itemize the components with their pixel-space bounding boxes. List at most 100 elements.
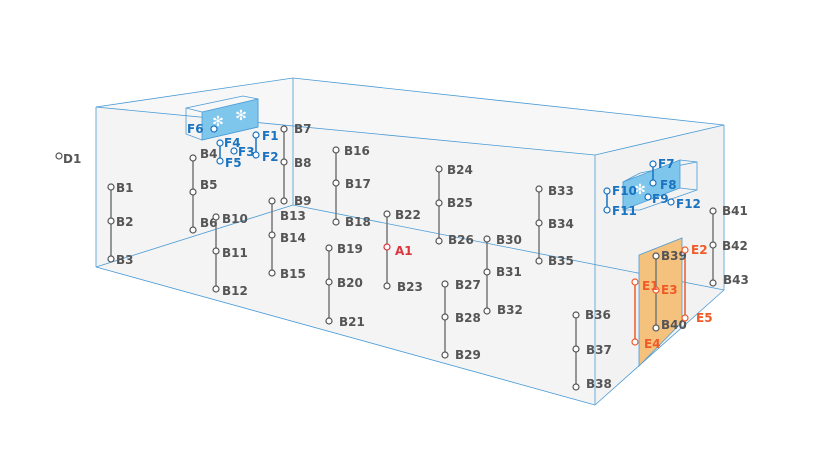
sensor-label: B20: [337, 276, 363, 290]
sensor-label: F11: [612, 204, 637, 218]
sensor-point-f5[interactable]: F5: [216, 156, 242, 170]
sensor-label: B40: [661, 318, 687, 332]
sensor-point-f1[interactable]: F1: [252, 129, 279, 143]
sensor-point-b19[interactable]: B19: [325, 242, 363, 256]
sensor-point-f11[interactable]: F11: [603, 204, 637, 218]
sensor-marker: [709, 207, 717, 215]
sensor-label: B9: [294, 194, 312, 208]
sensor-point-b28[interactable]: B28: [441, 311, 481, 325]
sensor-point-b3[interactable]: B3: [107, 253, 134, 267]
sensor-point-b41[interactable]: B41: [709, 204, 748, 218]
sensor-point-b10[interactable]: B10: [212, 212, 248, 226]
sensor-point-b5[interactable]: B5: [189, 178, 218, 196]
sensor-point-f12[interactable]: F12: [667, 197, 701, 211]
sensor-marker: [572, 383, 580, 391]
sensor-point-b24[interactable]: B24: [435, 163, 473, 177]
sensor-point-b11[interactable]: B11: [212, 246, 248, 260]
sensor-point-b43[interactable]: B43: [709, 273, 749, 287]
sensor-point-f10[interactable]: F10: [603, 184, 637, 198]
sensor-label: B28: [455, 311, 481, 325]
sensor-marker: [216, 157, 224, 165]
sensor-marker: [483, 268, 491, 276]
sensor-label: B35: [548, 254, 574, 268]
sensor-label: B21: [339, 315, 365, 329]
room-edge: [292, 77, 725, 126]
sensor-label: B12: [222, 284, 248, 298]
sensor-point-b15[interactable]: B15: [268, 267, 306, 281]
sensor-marker: [189, 188, 197, 196]
sensor-point-b29[interactable]: B29: [441, 348, 481, 362]
sensor-label: D1: [63, 152, 81, 166]
sensor-label: B4: [200, 147, 218, 161]
sensor-marker: [107, 183, 115, 191]
sensor-point-b8[interactable]: B8: [280, 156, 312, 170]
sensor-point-b16[interactable]: B16: [332, 144, 370, 158]
sensor-point-b25[interactable]: B25: [435, 196, 473, 210]
sensor-point-a1[interactable]: A1: [383, 243, 413, 258]
sensor-label: B25: [447, 196, 473, 210]
sensor-marker: [230, 147, 238, 155]
sensor-point-b14[interactable]: B14: [268, 231, 306, 245]
sensor-point-b37[interactable]: B37: [572, 343, 612, 357]
sensor-marker: [212, 247, 220, 255]
sensor-point-b9[interactable]: B9: [280, 194, 312, 208]
sensor-point-b32[interactable]: B32: [483, 303, 523, 317]
sensor-point-e2[interactable]: E2: [681, 243, 708, 257]
sensor-point-b20[interactable]: B20: [325, 276, 363, 290]
sensor-point-f8[interactable]: F8: [649, 178, 677, 192]
sensor-point-e4[interactable]: E4: [631, 337, 661, 351]
sensor-label: F7: [658, 157, 675, 171]
sensor-point-f6[interactable]: F6: [187, 122, 218, 136]
sensor-point-b39[interactable]: B39: [652, 249, 687, 263]
sensor-point-b4[interactable]: B4: [189, 147, 218, 162]
sensor-label: B10: [222, 212, 248, 226]
sensor-point-f4[interactable]: F4: [216, 136, 241, 150]
sensor-point-f7[interactable]: F7: [649, 157, 675, 171]
sensor-point-b22[interactable]: B22: [383, 208, 421, 222]
sensor-point-b38[interactable]: B38: [572, 377, 612, 391]
room-edge: [594, 289, 725, 406]
sensor-point-b13[interactable]: B13: [268, 197, 306, 223]
sensor-point-b17[interactable]: B17: [332, 177, 371, 191]
sensor-marker: [280, 125, 288, 133]
sensor-point-b35[interactable]: B35: [535, 254, 574, 268]
sensor-point-b26[interactable]: B26: [435, 233, 474, 247]
ceiling-face: [96, 78, 724, 155]
sensor-point-b21[interactable]: B21: [325, 315, 365, 329]
sensor-point-b12[interactable]: B12: [212, 284, 248, 298]
sensor-marker: [483, 235, 491, 243]
sensor-point-b2[interactable]: B2: [107, 215, 134, 229]
sensor-point-e1[interactable]: E1: [631, 278, 659, 293]
sensor-point-b6[interactable]: B6: [189, 216, 218, 234]
sensor-point-d1[interactable]: D1: [55, 152, 81, 166]
sensor-point-b30[interactable]: B30: [483, 233, 522, 247]
sensor-point-b42[interactable]: B42: [709, 239, 748, 253]
sensor-point-b40[interactable]: B40: [652, 318, 687, 332]
sensor-point-b27[interactable]: B27: [441, 278, 481, 292]
sensor-marker: [681, 246, 689, 254]
sensor-point-b34[interactable]: B34: [535, 217, 574, 231]
sensor-point-b23[interactable]: B23: [383, 280, 423, 294]
sensor-point-b1[interactable]: B1: [107, 181, 134, 195]
equipment: ✻✻✻: [185, 95, 698, 367]
sensor-label: F10: [612, 184, 637, 198]
sensor-label: B23: [397, 280, 423, 294]
sensor-point-e5[interactable]: E5: [681, 311, 713, 325]
sensor-point-b18[interactable]: B18: [332, 215, 371, 229]
sensor-point-b33[interactable]: B33: [535, 184, 574, 198]
sensor-label: F6: [187, 122, 204, 136]
sensor-marker: [681, 314, 689, 322]
sensor-label: B22: [395, 208, 421, 222]
sensor-marker: [652, 252, 660, 260]
sensor-marker: [383, 243, 391, 251]
sensor-point-f9[interactable]: F9: [644, 192, 669, 206]
sensor-label: B19: [337, 242, 363, 256]
sensor-point-b7[interactable]: B7: [280, 122, 312, 136]
sensor-point-b31[interactable]: B31: [483, 265, 522, 279]
sensor-point-f3[interactable]: F3: [230, 145, 255, 159]
sensor-point-f2[interactable]: F2: [252, 150, 279, 164]
sensor-point-b36[interactable]: B36: [572, 308, 611, 322]
sensor-label: B24: [447, 163, 473, 177]
sensor-marker: [212, 213, 220, 221]
sensor-point-e3[interactable]: E3: [652, 283, 678, 297]
